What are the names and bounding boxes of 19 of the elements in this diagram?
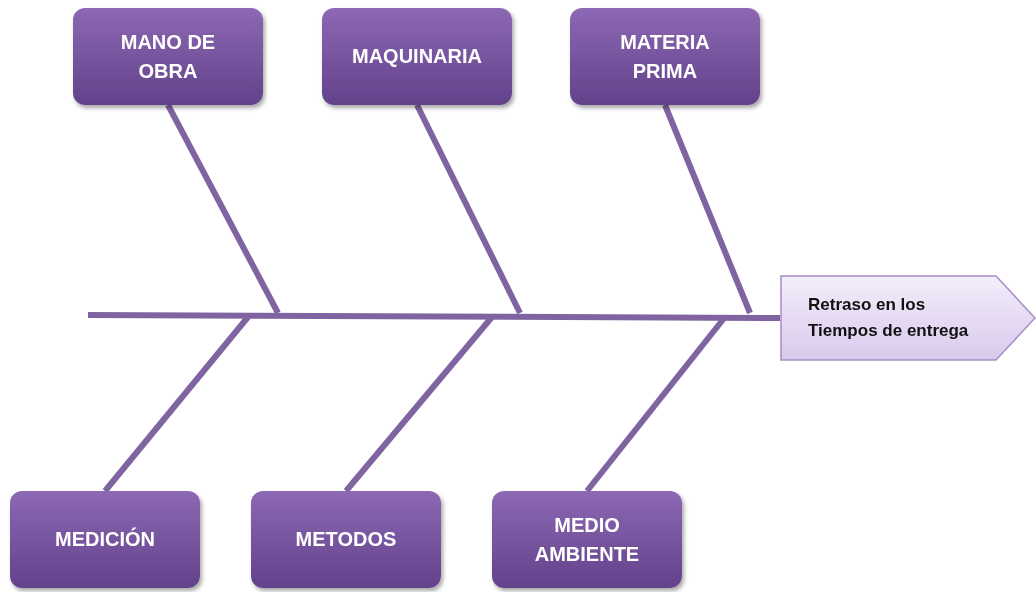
cause-label: MATERIA PRIMA <box>619 29 711 84</box>
cause-box <box>10 491 200 588</box>
cause-box <box>492 491 682 588</box>
bone-line <box>102 315 251 493</box>
cause-box <box>570 8 760 105</box>
bone-line <box>414 103 523 315</box>
bone-line <box>165 103 281 315</box>
bone-line <box>662 103 753 315</box>
effect-label: Retraso en los Tiempos de entrega <box>808 294 970 342</box>
cause-label: METODOS <box>294 527 398 552</box>
cause-label: MEDICIÓN <box>54 526 156 552</box>
cause-box <box>73 8 263 105</box>
cause-box <box>322 8 512 105</box>
cause-label: MAQUINARIA <box>351 44 483 69</box>
cause-box <box>251 491 441 588</box>
cause-label: MANO DE OBRA <box>119 29 217 84</box>
cause-label: MEDIO AMBIENTE <box>533 512 641 567</box>
effect-arrow-box <box>780 275 1036 361</box>
spine-line <box>88 312 780 321</box>
